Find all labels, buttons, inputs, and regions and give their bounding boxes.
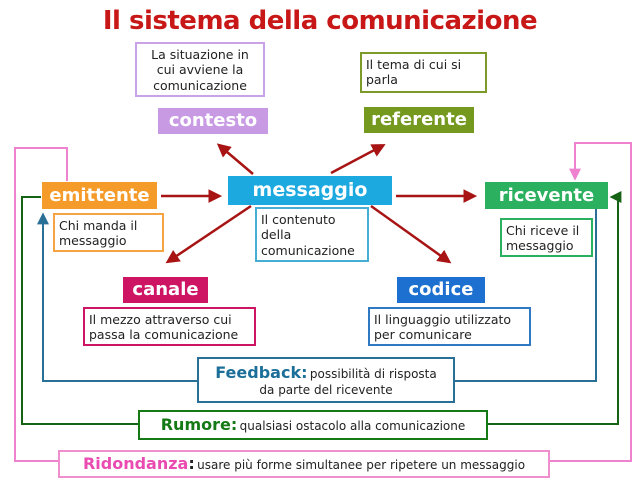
rumore-text: qualsiasi ostacolo alla comunicazione xyxy=(239,419,466,433)
feedback-note-box: Feedback: possibilità di risposta da par… xyxy=(197,357,455,403)
node-canale: canale xyxy=(123,277,208,303)
arrow-messaggio-to-canale xyxy=(165,204,252,264)
rumore-note-line: Rumore: qualsiasi ostacolo alla comunica… xyxy=(161,415,466,435)
arrow-messaggio-to-codice xyxy=(370,204,452,264)
ridondanza-colon: : xyxy=(188,454,195,473)
feedback-term: Feedback: xyxy=(215,362,308,382)
feedback-line-from-ricevente xyxy=(455,209,597,382)
feedback-loop-lines xyxy=(37,209,597,382)
rumore-note-box: Rumore: qualsiasi ostacolo alla comunica… xyxy=(138,410,488,440)
feedback-note-line2: da parte del ricevente xyxy=(259,382,393,397)
codice-description-box: Il linguaggio utilizzato per comunicare xyxy=(368,307,531,346)
rumore-line-to-emittente xyxy=(21,196,138,425)
referente-description-box: Il tema di cui si parla xyxy=(360,52,487,93)
arrow-messaggio-to-referente xyxy=(330,144,386,175)
ridondanza-text: usare più forme simultanee per ripetere … xyxy=(197,458,526,472)
emittente-description-box: Chi manda il messaggio xyxy=(53,213,164,252)
ridondanza-term: Ridondanza xyxy=(82,454,189,473)
ridondanza-note-line: Ridondanza: usare più forme simultanee p… xyxy=(83,454,525,474)
ricevente-description-box: Chi riceve il messaggio xyxy=(500,218,593,257)
node-codice: codice xyxy=(397,277,485,303)
node-referente: referente xyxy=(364,107,474,133)
feedback-line-to-emittente xyxy=(37,212,197,382)
rumore-term: Rumore: xyxy=(160,415,238,434)
messaggio-description-box: Il contenuto della comunicazione xyxy=(255,207,369,262)
arrow-messaggio-to-contesto xyxy=(216,143,254,175)
canale-description-box: Il mezzo attraverso cui passa la comunic… xyxy=(83,307,256,346)
red-arrows xyxy=(161,143,478,264)
node-emittente: emittente xyxy=(42,182,157,209)
rumore-loop-lines xyxy=(21,191,622,425)
node-contesto: contesto xyxy=(158,108,268,134)
contesto-description-box: La situazione in cui avviene la comunica… xyxy=(135,42,265,97)
rumore-line-to-ricevente xyxy=(488,191,622,425)
ridondanza-line-to-emittente xyxy=(14,147,68,462)
feedback-text-1: possibilità di risposta xyxy=(309,366,437,381)
ridondanza-note-box: Ridondanza: usare più forme simultanee p… xyxy=(58,450,550,478)
ridondanza-loop-lines xyxy=(14,142,632,462)
ridondanza-line-to-ricevente xyxy=(550,142,632,462)
node-ricevente: ricevente xyxy=(485,182,608,209)
node-messaggio: messaggio xyxy=(228,176,392,205)
feedback-note-line1: Feedback: possibilità di risposta xyxy=(215,363,436,383)
page-title: Il sistema della comunicazione xyxy=(102,6,538,36)
